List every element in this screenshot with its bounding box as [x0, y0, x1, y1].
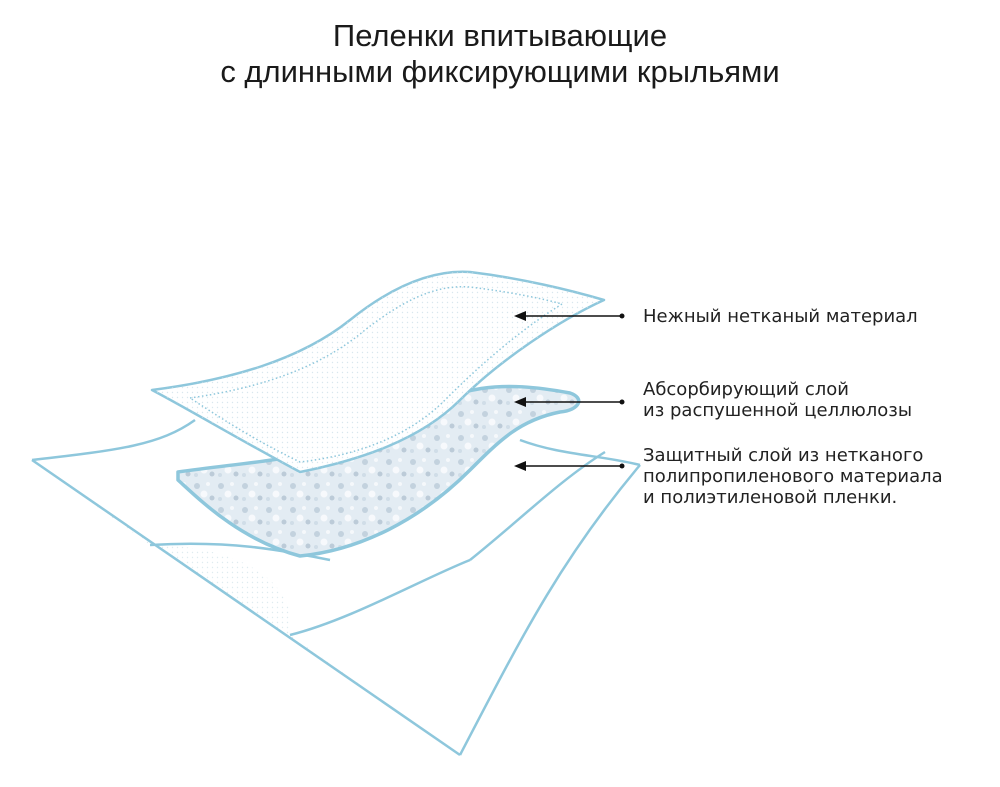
top-layer — [150, 270, 606, 474]
label-bottom-line-2: полипропиленового материала — [643, 466, 943, 487]
label-bottom-layer: Защитный слой из нетканого полипропилено… — [643, 445, 943, 508]
title-line-2: с длинными фиксирующими крыльями — [220, 54, 780, 89]
arrow-absorbent — [514, 397, 625, 407]
label-bottom-line-1: Защитный слой из нетканого — [643, 445, 924, 466]
label-absorbent-line-2: из распушенной целлюлозы — [643, 400, 913, 421]
arrow-bottom — [514, 461, 625, 471]
label-absorbent-line-1: Абсорбирующий слой — [643, 379, 849, 400]
label-top-line-1: Нежный нетканый материал — [643, 306, 918, 327]
diagram-title: Пеленки впитывающие с длинными фиксирующ… — [0, 18, 1000, 90]
title-line-1: Пеленки впитывающие — [332, 18, 668, 53]
label-bottom-line-3: и полиэтиленовой пленки. — [643, 487, 898, 508]
bottom-layer — [31, 365, 641, 757]
callout-arrows — [514, 311, 625, 471]
arrow-top — [514, 311, 625, 321]
label-absorbent-layer: Абсорбирующий слой из распушенной целлюл… — [643, 379, 912, 421]
label-top-layer: Нежный нетканый материал — [643, 306, 918, 327]
